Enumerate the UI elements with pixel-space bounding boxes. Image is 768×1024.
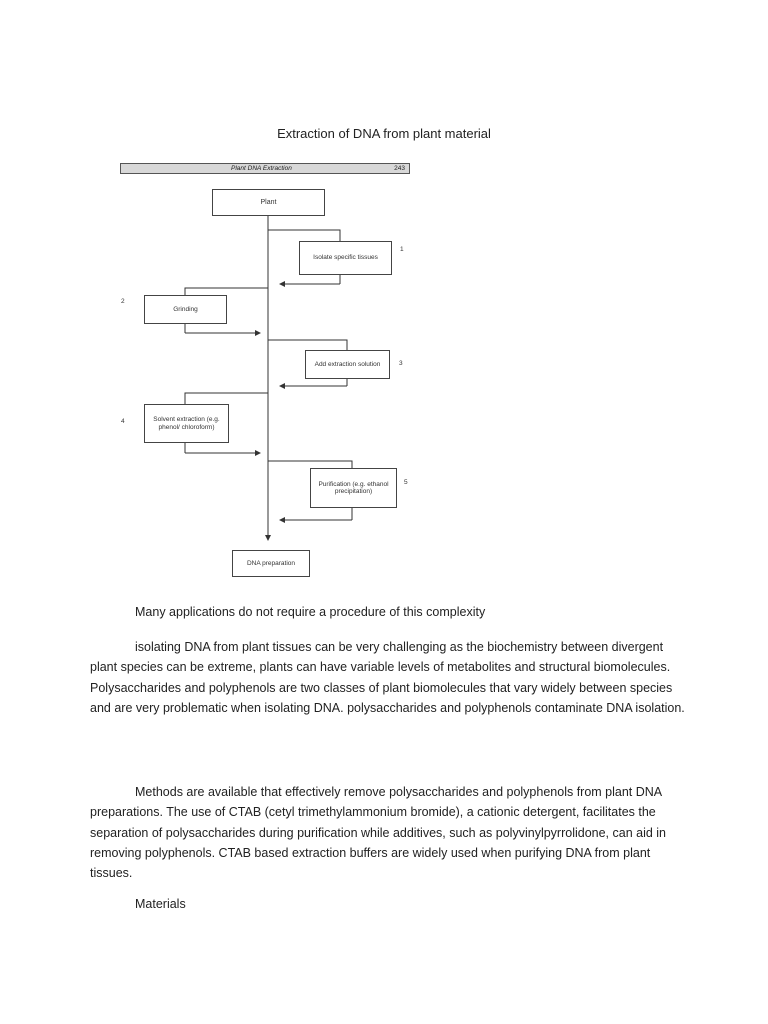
figure-header-bar: Plant DNA Extraction 243 bbox=[120, 163, 410, 174]
step-number-1: 1 bbox=[400, 246, 404, 253]
flow-box-step-1: Isolate specific tissues bbox=[299, 241, 392, 275]
flow-box-step-2: Grinding bbox=[144, 295, 227, 324]
figure-header-title: Plant DNA Extraction bbox=[231, 165, 292, 172]
flow-box-step-5: Purification (e.g. ethanol precipitation… bbox=[310, 468, 397, 508]
figure-caption: Many applications do not require a proce… bbox=[135, 605, 486, 619]
paragraph-1: isolating DNA from plant tissues can be … bbox=[90, 637, 690, 718]
figure-page-number: 243 bbox=[394, 165, 405, 172]
flow-box-step-4: Solvent extraction (e.g. phenol/ chlorof… bbox=[144, 404, 229, 443]
step-number-4: 4 bbox=[121, 418, 125, 425]
step-number-2: 2 bbox=[121, 298, 125, 305]
flow-box-dna-preparation: DNA preparation bbox=[232, 550, 310, 577]
paragraph-2: Methods are available that effectively r… bbox=[90, 782, 690, 883]
flow-box-plant: Plant bbox=[212, 189, 325, 216]
step-number-3: 3 bbox=[399, 360, 403, 367]
flowchart-lines bbox=[184, 216, 353, 541]
section-heading-materials: Materials bbox=[135, 897, 186, 911]
flow-box-step-3: Add extraction solution bbox=[305, 350, 390, 379]
paragraph-2-text: Methods are available that effectively r… bbox=[90, 785, 667, 881]
document-title: Extraction of DNA from plant material bbox=[277, 126, 491, 141]
paragraph-1-text: isolating DNA from plant tissues can be … bbox=[90, 640, 685, 715]
step-number-5: 5 bbox=[404, 479, 408, 486]
